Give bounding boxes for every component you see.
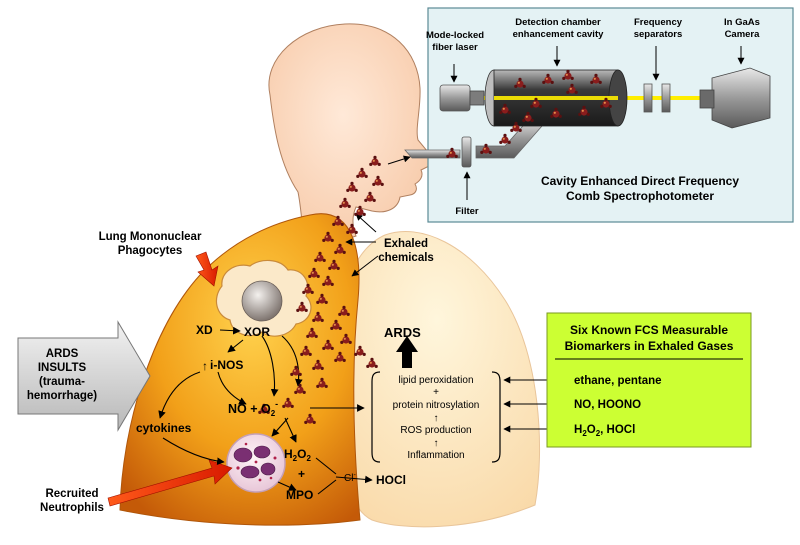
ards-label: ARDS bbox=[384, 325, 421, 340]
biomarker-h2o2-hocl: H2O2, HOCl bbox=[574, 424, 635, 438]
xor-label: XOR bbox=[244, 325, 270, 339]
biomarkers-title-line2: Biomarkers in Exhaled Gases bbox=[565, 339, 734, 353]
mechanism-bracket-left bbox=[371, 371, 381, 463]
mechanism-protein: protein nitrosylation bbox=[393, 400, 480, 411]
insults-line4: hemorrhage) bbox=[27, 390, 97, 402]
mechanism-up2: ↑ bbox=[434, 438, 439, 449]
neutrophil-granules bbox=[236, 442, 277, 482]
exhaled-label-line1: Exhaled bbox=[384, 238, 428, 250]
mechanism-inflammation: Inflammation bbox=[407, 450, 464, 461]
chamber-label-line2: enhancement cavity bbox=[513, 29, 605, 40]
insults-line3: (trauma- bbox=[39, 376, 85, 388]
mechanism-plus: + bbox=[433, 387, 439, 398]
camera-label-line2: Camera bbox=[725, 29, 761, 40]
cl-label: Cl- bbox=[344, 472, 356, 484]
laser-lens bbox=[469, 90, 485, 106]
mechanism-bracket-right bbox=[491, 371, 501, 463]
separators-label-line2: separators bbox=[634, 29, 683, 40]
frequency-separator-2 bbox=[661, 83, 671, 113]
cytokines-label: cytokines bbox=[136, 421, 192, 435]
laser-label-line1: Mode-locked bbox=[426, 30, 484, 41]
camera-label-line1: In GaAs bbox=[724, 17, 760, 28]
chamber-label-line1: Detection chamber bbox=[515, 17, 601, 28]
inos-arrow: ↑ bbox=[202, 359, 208, 373]
spectrometer-title-line2: Comb Spectrophotometer bbox=[566, 189, 714, 203]
mechanism-ros: ROS production bbox=[400, 425, 471, 436]
frequency-separator-1 bbox=[643, 83, 653, 113]
hocl-label: HOCl bbox=[376, 473, 406, 487]
biomarker-no-hoono: NO, HOONO bbox=[574, 399, 641, 411]
laser-body bbox=[439, 84, 471, 112]
exhale-tube bbox=[404, 149, 461, 159]
no-o2-label: NO + O2- bbox=[228, 399, 278, 418]
neutrophil-nucleus-lobes bbox=[233, 445, 276, 479]
xd-label: XD bbox=[196, 323, 213, 337]
inos-label: i-NOS bbox=[210, 358, 243, 372]
separators-label-line1: Frequency bbox=[634, 17, 683, 28]
insults-line2: INSULTS bbox=[38, 362, 87, 374]
phagocytes-label-line1: Lung Mononuclear bbox=[99, 231, 202, 243]
biomarker-ethane-pentane: ethane, pentane bbox=[574, 375, 662, 387]
h2o2-label: H2O2 bbox=[284, 447, 311, 463]
spectrometer-title-line1: Cavity Enhanced Direct Frequency bbox=[541, 174, 739, 188]
neutrophil-pointer-arrow bbox=[107, 459, 233, 507]
biomarkers-title-line1: Six Known FCS Measurable bbox=[570, 323, 728, 337]
filter-label: Filter bbox=[455, 206, 479, 217]
mechanism-lipid: lipid peroxidation bbox=[398, 375, 473, 386]
neutrophils-label-line1: Recruited bbox=[45, 488, 98, 500]
insults-line1: ARDS bbox=[46, 348, 79, 360]
phagocyte-pointer-arrow bbox=[195, 251, 219, 287]
laser-label-line2: fiber laser bbox=[432, 42, 478, 53]
biomarkers-box bbox=[546, 312, 752, 448]
ards-up-arrow bbox=[396, 336, 418, 368]
ards-insults-arrow bbox=[17, 320, 151, 432]
neutrophils-label-line2: Neutrophils bbox=[40, 502, 104, 514]
exhaled-label-line2: chemicals bbox=[378, 252, 434, 264]
phagocyte-nucleus bbox=[241, 280, 283, 322]
camera-body bbox=[711, 67, 771, 129]
filter-disc bbox=[461, 136, 472, 168]
phagocytes-label-line2: Phagocytes bbox=[118, 245, 183, 257]
mpo-label: MPO bbox=[286, 488, 313, 502]
head-silhouette bbox=[268, 23, 435, 253]
mechanism-up1: ↑ bbox=[434, 413, 439, 424]
plus-label: + bbox=[298, 467, 305, 481]
